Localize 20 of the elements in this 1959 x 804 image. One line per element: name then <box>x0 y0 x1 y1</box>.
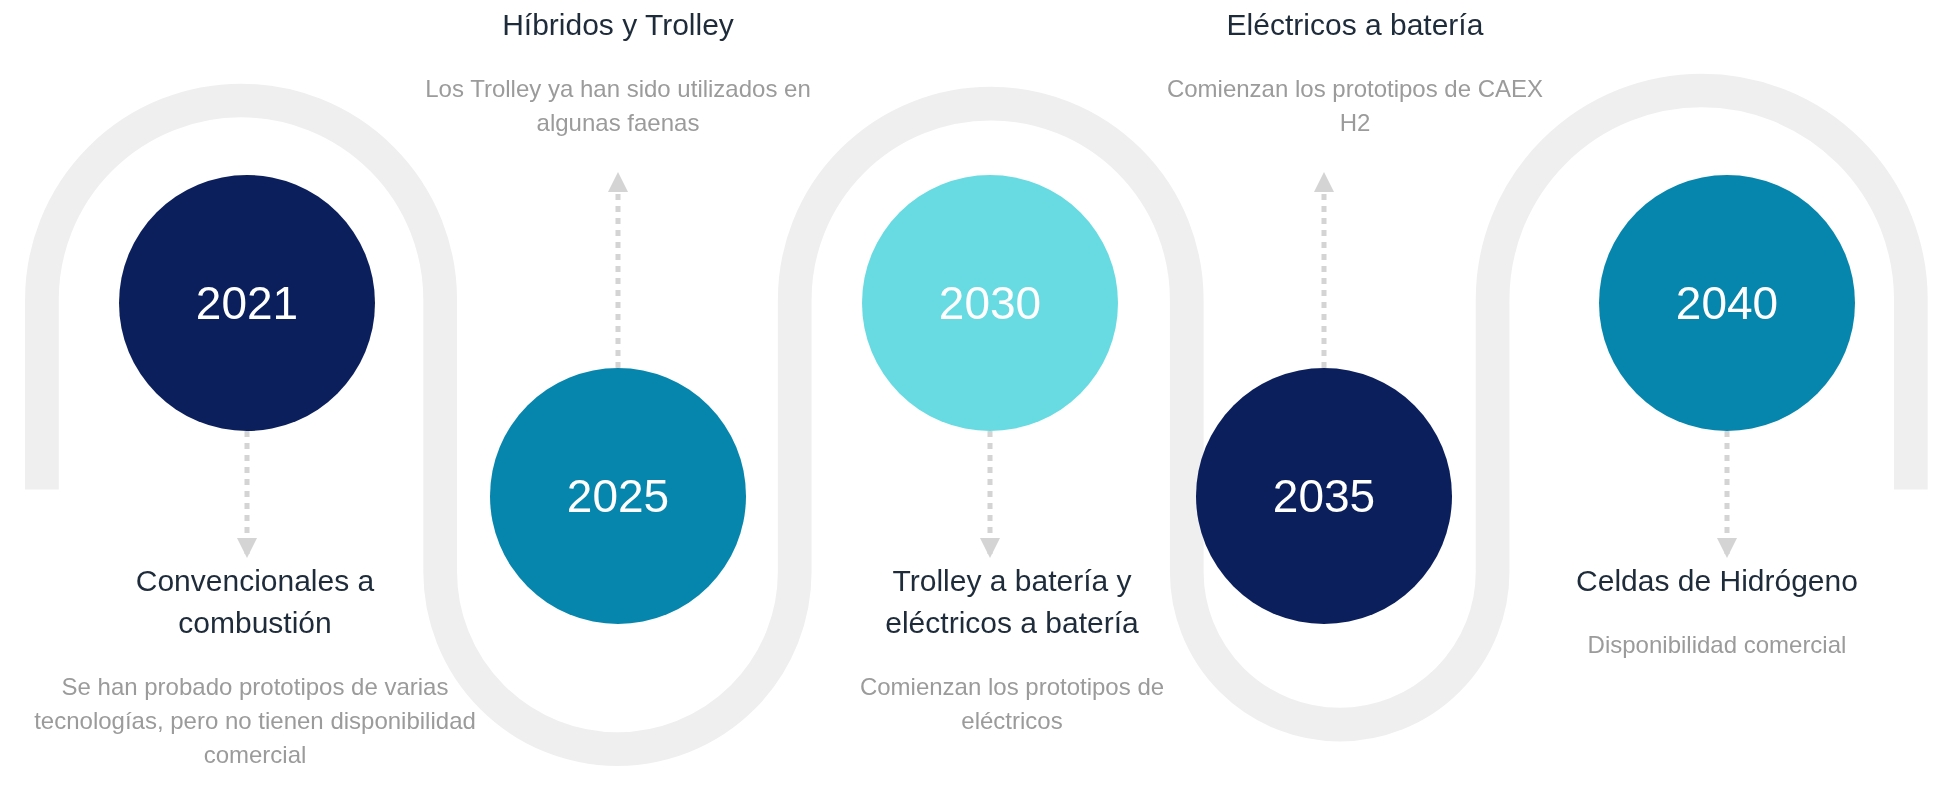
milestone-description: Comienzan los prototipos de eléctricos <box>858 672 1166 736</box>
milestone-heading: Eléctricos a batería <box>1226 7 1484 43</box>
dotted-arrow <box>608 172 628 368</box>
milestone-description: Se han probado prototipos de varias tecnologías, pero no tienen disponibilidad comercial <box>33 672 477 770</box>
dotted-arrow <box>1314 172 1334 368</box>
year-label: 2021 <box>195 280 299 326</box>
dotted-arrow <box>1717 431 1737 558</box>
year-label: 2030 <box>938 280 1042 326</box>
milestone-description: Los Trolley ya han sido utilizados en algunas faenas <box>424 74 812 138</box>
year-label: 2040 <box>1675 280 1779 326</box>
milestone-heading: Híbridos y Trolley <box>502 7 734 43</box>
milestone-heading: Trolley a batería y eléctricos a batería <box>884 563 1140 641</box>
milestone-description: Comienzan los prototipos de CAEX H2 <box>1165 74 1545 138</box>
milestone-heading: Convencionales a combustión <box>134 563 376 641</box>
milestone-description: Disponibilidad comercial <box>1587 630 1847 660</box>
dotted-arrow <box>980 431 1000 558</box>
milestone-heading: Celdas de Hidrógeno <box>1576 563 1858 599</box>
year-label: 2035 <box>1272 473 1376 519</box>
dotted-arrow <box>237 431 257 558</box>
year-label: 2025 <box>566 473 670 519</box>
